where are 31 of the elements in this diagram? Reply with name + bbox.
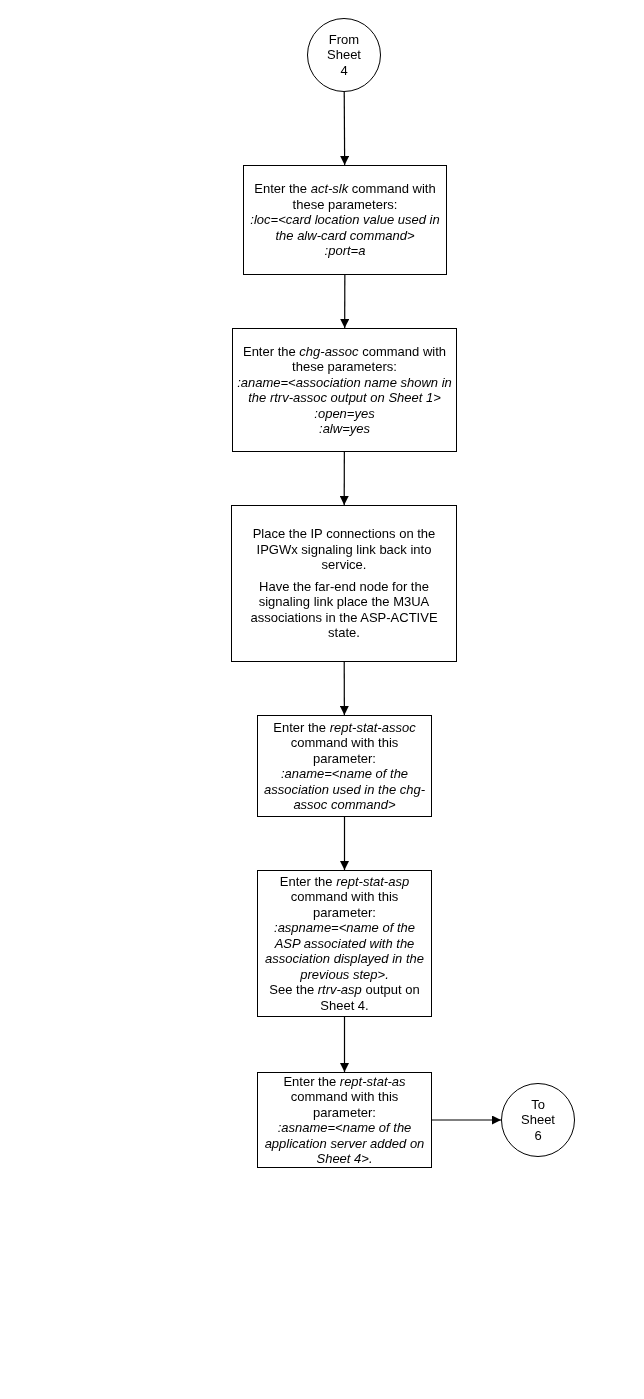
- step-text: Enter the chg-assoc command with these parameters:: [241, 343, 447, 375]
- arrow: [340, 274, 350, 329]
- step-text: :loc=<card location value used in the alw-card command>: [249, 212, 441, 244]
- step-text: :open=yes: [314, 405, 375, 421]
- step-text: See the rtrv-asp output on Sheet 4.: [268, 982, 421, 1014]
- step-text: :alw=yes: [319, 421, 370, 437]
- process-box: [257, 1072, 432, 1168]
- step-text: Have the far-end node for the signaling link place the M3UA associations in the ASP-ACTIVE state.: [249, 578, 439, 641]
- process-box: [232, 328, 457, 452]
- step-text: :asname=<name of the application server added on Sheet 4>.: [263, 1120, 426, 1167]
- process-box: [257, 870, 432, 1017]
- connector-label: From Sheet 4: [326, 31, 362, 79]
- arrow: [339, 451, 349, 506]
- arrow: [340, 816, 349, 871]
- step-text: Enter the act-slk command with these parameters:: [253, 181, 437, 213]
- step-text: Enter the rept-stat-as command with this parameter:: [282, 1073, 407, 1120]
- process-box: [243, 165, 447, 275]
- process-box: [257, 715, 432, 817]
- connector-label: To Sheet 6: [520, 1096, 556, 1144]
- step-text: :aname=<name of the association used in the chg-assoc command>: [262, 766, 427, 813]
- arrow: [339, 661, 349, 716]
- step-text: Enter the rept-stat-assoc command with this parameter:: [272, 719, 417, 766]
- step-text: Place the IP connections on the IPGWx signaling link back into service.: [251, 526, 437, 573]
- step-text: :aname=<association name shown in the rtrv-assoc output on Sheet 1>: [236, 374, 453, 406]
- step-text: :port=a: [324, 243, 366, 259]
- step-text: Enter the rept-stat-asp command with this parameter:: [278, 873, 411, 921]
- step-text: :aspname=<name of the ASP associated with the association displayed in the previous step>.: [264, 920, 425, 983]
- arrow: [340, 91, 350, 166]
- process-box: [231, 505, 457, 662]
- arrow: [340, 1016, 349, 1073]
- arrow: [431, 1115, 502, 1125]
